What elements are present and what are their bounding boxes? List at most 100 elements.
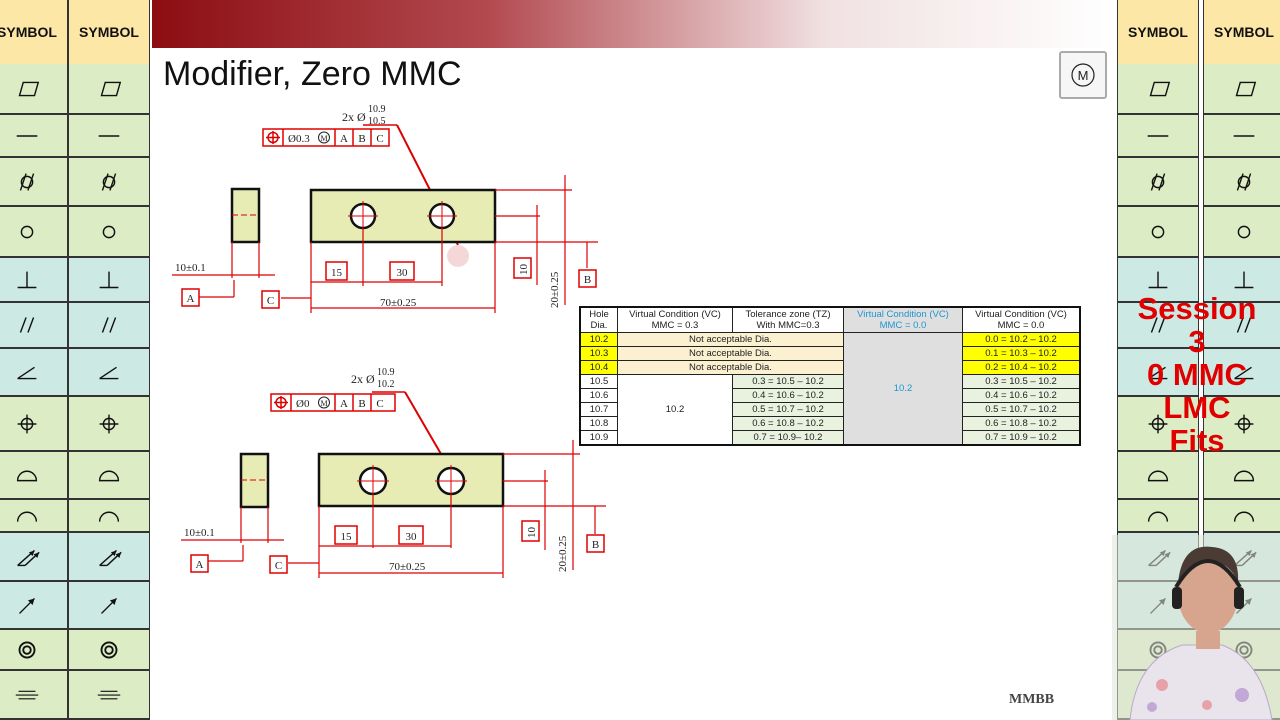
tolerance-zone-cell: 0.7 = 10.9– 10.2 bbox=[732, 430, 844, 446]
symbol-cell-perpendicularity bbox=[1204, 258, 1280, 303]
symmetry-icon bbox=[97, 690, 121, 699]
circularity-icon bbox=[1237, 225, 1251, 238]
table-header-row: Hole Dia. Virtual Condition (VC) MMC = 0… bbox=[579, 306, 1081, 333]
flatness-icon bbox=[18, 81, 40, 96]
not-acceptable-cell: Not acceptable Dia. bbox=[617, 360, 844, 375]
circularity-icon bbox=[102, 225, 116, 238]
table-row: 10.5 10.2 0.3 = 10.5 – 10.2 0.3 = 10.5 –… bbox=[579, 374, 1081, 446]
angularity-icon bbox=[17, 366, 37, 380]
drawing-bottom: 2x Ø 10.9 10.2 Ø0 M A B C bbox=[181, 367, 606, 578]
perpendicularity-icon bbox=[99, 271, 119, 288]
symbol-header: SYMBOL bbox=[1118, 0, 1198, 66]
not-acceptable-cell: Not acceptable Dia. bbox=[617, 346, 844, 361]
hole-cell: 10.8 bbox=[579, 416, 618, 431]
presenter-webcam bbox=[1112, 535, 1280, 720]
hole-cell: 10.5 bbox=[579, 374, 618, 389]
profile-of-surface-icon bbox=[1147, 470, 1169, 482]
symbol-column-left-1: SYMBOL bbox=[0, 0, 68, 720]
fcf-datum-c: C bbox=[376, 398, 383, 410]
hole-upper-limit: 10.9 bbox=[368, 104, 386, 115]
symbol-cell-straightness bbox=[69, 115, 149, 158]
feature-control-frame bbox=[262, 128, 390, 147]
angularity-icon bbox=[1234, 366, 1254, 380]
dim-70: 70±0.25 bbox=[389, 561, 426, 573]
session-overlay-text: Session 3 0 MMC LMC Fits bbox=[1118, 292, 1276, 457]
symbol-cell-circular-runout bbox=[0, 582, 67, 630]
circular-runout-icon bbox=[101, 597, 117, 614]
vc-zero-value-cell: 10.2 bbox=[843, 332, 963, 446]
table-row: 10.2 Not acceptable Dia. 10.2 0.0 = 10.2… bbox=[579, 332, 1081, 446]
fcf-datum-a: A bbox=[340, 133, 348, 145]
fcf-datum-b: B bbox=[358, 133, 365, 145]
concentricity-icon bbox=[100, 641, 118, 658]
symbol-cell-total-runout bbox=[0, 533, 67, 582]
hole-cell: 10.3 bbox=[579, 346, 618, 361]
symbol-cell-total-runout bbox=[69, 533, 149, 582]
symbol-cell-perpendicularity bbox=[69, 258, 149, 303]
symbol-cell-concentricity bbox=[69, 630, 149, 671]
datum-a-label: A bbox=[187, 293, 195, 305]
hole-cell: 10.9 bbox=[579, 430, 618, 446]
profile-of-line-icon bbox=[1147, 511, 1169, 522]
zero-mmc-cell: 0.1 = 10.3 – 10.2 bbox=[962, 346, 1081, 361]
symbol-cell-straightness bbox=[1204, 115, 1280, 158]
hole-callout: 2x Ø bbox=[351, 372, 375, 386]
symbol-cell-profile-of-line bbox=[69, 500, 149, 533]
parallelism-icon bbox=[101, 317, 117, 333]
perpendicularity-icon bbox=[1234, 271, 1254, 288]
symbol-cell-cylindricity bbox=[1118, 158, 1198, 207]
zero-mmc-cell: 0.2 = 10.4 – 10.2 bbox=[962, 360, 1081, 375]
table-row: 10.9 0.7 = 10.9– 10.2 0.7 = 10.9 – 10.2 bbox=[579, 430, 1081, 446]
table-row: 10.7 0.5 = 10.7 – 10.2 0.5 = 10.7 – 10.2 bbox=[579, 402, 1081, 417]
tolerance-zone-cell: 0.3 = 10.5 – 10.2 bbox=[732, 374, 844, 389]
datum-a-label: A bbox=[196, 559, 204, 571]
watermark: MMBB bbox=[1009, 692, 1055, 707]
zero-mmc-cell: 0.6 = 10.8 – 10.2 bbox=[962, 416, 1081, 431]
tolerance-zone-cell: 0.6 = 10.8 – 10.2 bbox=[732, 416, 844, 431]
session-line: LMC bbox=[1163, 390, 1231, 425]
perpendicularity-icon bbox=[1148, 271, 1168, 288]
symbol-cell-position bbox=[69, 397, 149, 452]
hole-cell: 10.4 bbox=[579, 360, 618, 375]
cylindricity-icon bbox=[101, 172, 117, 191]
symbol-cell-symmetry bbox=[69, 671, 149, 720]
profile-of-surface-icon bbox=[1233, 470, 1255, 482]
svg-text:M: M bbox=[1078, 68, 1089, 83]
circularity-icon bbox=[1151, 225, 1165, 238]
symbol-cell-circularity bbox=[1118, 207, 1198, 258]
dim-10: 10 bbox=[518, 264, 530, 276]
header-hole-dia: Hole Dia. bbox=[579, 306, 618, 333]
dim-20: 20±0.25 bbox=[549, 271, 561, 308]
cylindricity-icon bbox=[1236, 172, 1252, 191]
session-line: 0 MMC bbox=[1147, 357, 1247, 392]
parallelism-icon bbox=[1236, 317, 1252, 333]
fcf-datum-a: A bbox=[340, 398, 348, 410]
symbol-cell-circularity bbox=[1204, 207, 1280, 258]
tolerance-zone-cell: 0.4 = 10.6 – 10.2 bbox=[732, 388, 844, 403]
drawing-top: 2x Ø 10.9 10.5 Ø0.3 M A B C bbox=[172, 104, 598, 313]
circular-runout-icon bbox=[19, 597, 35, 614]
dim-20: 20±0.25 bbox=[557, 535, 569, 572]
feature-control-frame bbox=[270, 393, 396, 412]
symbol-cell-position bbox=[1118, 397, 1198, 452]
cylindricity-icon bbox=[19, 172, 35, 191]
dim-thickness: 10±0.1 bbox=[184, 527, 215, 539]
datum-c-label: C bbox=[267, 295, 274, 307]
hole-cell: 10.6 bbox=[579, 388, 618, 403]
circularity-icon bbox=[20, 225, 34, 238]
symbol-cell-circularity bbox=[0, 207, 67, 258]
dim-15: 15 bbox=[331, 267, 343, 279]
position-icon bbox=[1234, 414, 1254, 433]
hole-upper-limit: 10.9 bbox=[377, 367, 395, 378]
symbol-cell-cylindricity bbox=[1204, 158, 1280, 207]
symbol-cell-circular-runout bbox=[69, 582, 149, 630]
flatness-icon bbox=[1235, 81, 1257, 96]
symbol-cell-profile-of-surface bbox=[69, 452, 149, 500]
flatness-icon bbox=[1149, 81, 1171, 96]
symbol-header-label: SYMBOL bbox=[0, 24, 57, 40]
table-row: 10.4 Not acceptable Dia. 0.2 = 10.4 – 10… bbox=[579, 360, 1081, 375]
datum-b-label: B bbox=[592, 539, 599, 551]
not-acceptable-cell: Not acceptable Dia. bbox=[617, 332, 844, 347]
tolerance-zone-cell: 0.5 = 10.7 – 10.2 bbox=[732, 402, 844, 417]
profile-of-surface-icon bbox=[16, 470, 38, 482]
